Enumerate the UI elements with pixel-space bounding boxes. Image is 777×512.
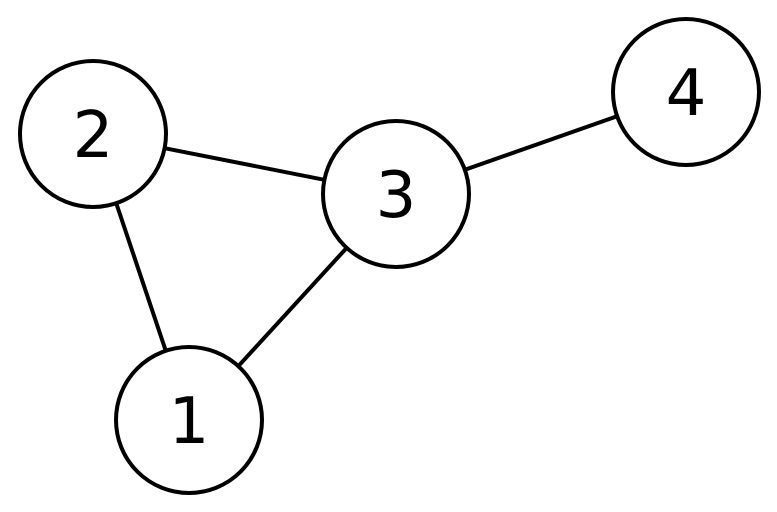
node-label-3: 3 [376, 159, 417, 233]
graph-node-3: 3 [321, 119, 471, 269]
graph-node-2: 2 [18, 59, 168, 209]
node-label-1: 1 [169, 385, 210, 459]
node-label-2: 2 [73, 99, 114, 173]
node-circle-4 [611, 17, 761, 167]
graph-node-1: 1 [114, 345, 264, 495]
node-label-4: 4 [666, 57, 707, 131]
node-circle-3 [321, 119, 471, 269]
graph-node-4: 4 [611, 17, 761, 167]
node-circle-2 [18, 59, 168, 209]
node-circle-1 [114, 345, 264, 495]
